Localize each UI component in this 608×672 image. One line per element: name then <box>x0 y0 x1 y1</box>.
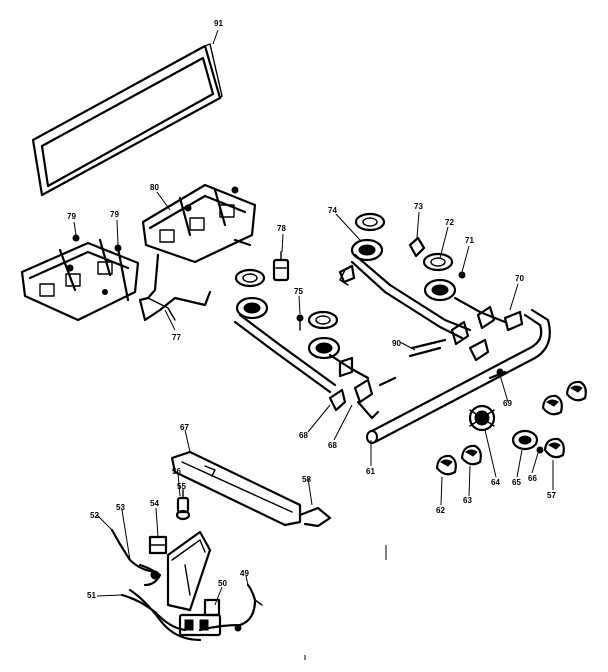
callout-58: 58 <box>302 475 311 484</box>
small-screw <box>296 314 304 331</box>
burner-rear-right <box>350 212 386 262</box>
manifold-bracket-bar <box>170 450 332 528</box>
callout-51: 51 <box>87 591 96 600</box>
callout-63: 63 <box>463 496 472 505</box>
burner-left-front <box>307 310 341 360</box>
right-bracket-assembly <box>141 183 257 264</box>
callout-61: 61 <box>366 467 375 476</box>
callout-79-right: 79 <box>110 210 119 219</box>
burner-left-rear <box>234 268 269 320</box>
callout-78: 78 <box>277 224 286 233</box>
callout-80: 80 <box>150 183 159 192</box>
callout-52: 52 <box>90 511 99 520</box>
callout-79-left: 79 <box>67 212 76 221</box>
valve-clips <box>328 236 524 420</box>
callout-56: 56 <box>172 467 181 476</box>
switch-block <box>148 535 168 555</box>
callout-75: 75 <box>294 287 303 296</box>
callout-66: 66 <box>528 474 537 483</box>
burner-right-front <box>422 252 457 302</box>
gas-manifold-pipe <box>366 308 551 444</box>
callout-71: 71 <box>465 236 474 245</box>
callout-54: 54 <box>150 499 159 508</box>
callout-77: 77 <box>172 333 181 342</box>
spark-module <box>178 598 242 637</box>
leader-lines <box>73 29 554 660</box>
callout-55: 55 <box>177 482 186 491</box>
callout-labels: 91 79 79 80 78 77 74 73 72 71 70 75 90 6… <box>67 19 556 600</box>
igniter-module <box>272 251 290 282</box>
callout-68: 68 <box>299 431 308 440</box>
callout-90: 90 <box>392 339 401 348</box>
callout-53: 53 <box>116 503 125 512</box>
control-panel-frame <box>31 43 223 197</box>
callout-57: 57 <box>547 491 556 500</box>
callout-65: 65 <box>512 478 521 487</box>
callout-70: 70 <box>515 274 524 283</box>
wire-rod <box>138 253 212 322</box>
callout-72: 72 <box>445 218 454 227</box>
callout-50: 50 <box>218 579 227 588</box>
left-bracket-assembly <box>20 234 140 322</box>
callout-74: 74 <box>328 206 337 215</box>
callout-73: 73 <box>414 202 423 211</box>
callout-91: 91 <box>214 19 223 28</box>
callout-67: 67 <box>180 423 189 432</box>
burner-tubes <box>233 253 507 394</box>
control-knobs <box>435 380 587 476</box>
callout-62: 62 <box>436 506 445 515</box>
callout-68b: 68 <box>328 441 337 450</box>
callout-64: 64 <box>491 478 500 487</box>
callout-49: 49 <box>240 569 249 578</box>
switch-mount-bracket <box>166 530 212 612</box>
callout-69: 69 <box>503 399 512 408</box>
